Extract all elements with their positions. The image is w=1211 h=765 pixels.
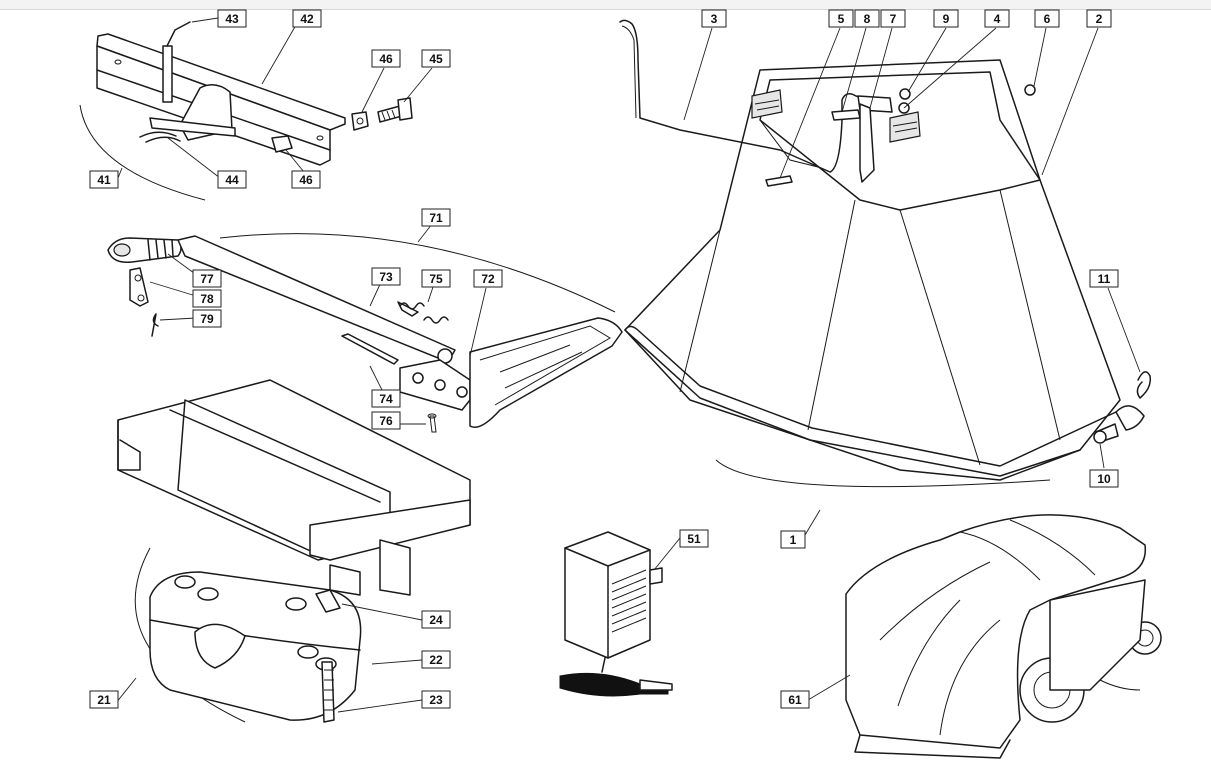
svg-text:72: 72	[481, 272, 495, 286]
svg-text:9: 9	[943, 12, 950, 26]
svg-text:73: 73	[379, 270, 393, 284]
callout-22: 22	[421, 650, 451, 669]
bracket-assembly	[79, 21, 413, 201]
svg-text:23: 23	[429, 693, 443, 707]
callout-43: 43	[217, 9, 247, 28]
svg-text:10: 10	[1097, 472, 1111, 486]
callout-44: 44	[217, 170, 247, 189]
battery-tray-assembly	[117, 379, 471, 723]
callout-42: 42	[292, 9, 322, 28]
svg-text:6: 6	[1044, 12, 1051, 26]
svg-text:74: 74	[379, 392, 393, 406]
callout-77: 77	[192, 269, 222, 288]
callout-73: 73	[371, 267, 401, 286]
svg-text:71: 71	[429, 211, 443, 225]
callout-78: 78	[192, 289, 222, 308]
callout-45: 45	[421, 49, 451, 68]
callout-8: 8	[854, 9, 880, 28]
svg-text:41: 41	[97, 173, 111, 187]
callout-2: 2	[1086, 9, 1112, 28]
viewer-top-bar	[0, 0, 1211, 10]
callout-46-top: 46	[371, 49, 401, 68]
svg-text:8: 8	[864, 12, 871, 26]
svg-text:76: 76	[379, 414, 393, 428]
svg-text:44: 44	[225, 173, 239, 187]
callout-71: 71	[421, 208, 451, 227]
svg-text:79: 79	[200, 312, 214, 326]
callout-4: 4	[984, 9, 1010, 28]
callout-1: 1	[780, 530, 806, 549]
svg-text:46: 46	[379, 52, 393, 66]
battery-charger	[559, 531, 673, 697]
callout-74: 74	[371, 389, 401, 408]
callout-11: 11	[1089, 269, 1119, 288]
callout-76: 76	[371, 411, 401, 430]
svg-text:46: 46	[299, 173, 313, 187]
svg-text:75: 75	[429, 272, 443, 286]
svg-text:11: 11	[1098, 272, 1111, 286]
callout-3: 3	[701, 9, 727, 28]
svg-text:7: 7	[890, 12, 897, 26]
svg-text:3: 3	[711, 12, 718, 26]
callout-7: 7	[880, 9, 906, 28]
callout-51: 51	[679, 529, 709, 548]
svg-text:77: 77	[200, 272, 214, 286]
callout-72: 72	[473, 269, 503, 288]
callout-5: 5	[828, 9, 854, 28]
svg-text:61: 61	[788, 693, 802, 707]
lever-pedal-assembly	[107, 233, 623, 433]
leader-lines	[111, 17, 1141, 713]
callout-6: 6	[1034, 9, 1060, 28]
callout-41: 41	[89, 170, 119, 189]
svg-text:2: 2	[1096, 12, 1103, 26]
callout-79: 79	[192, 309, 222, 328]
mower-cover	[845, 514, 1162, 759]
svg-text:51: 51	[687, 532, 701, 546]
svg-text:22: 22	[429, 653, 443, 667]
callout-46-bottom: 46	[291, 170, 321, 189]
grass-catcher	[619, 19, 1152, 488]
svg-text:43: 43	[225, 12, 239, 26]
svg-text:78: 78	[200, 292, 214, 306]
svg-text:45: 45	[429, 52, 443, 66]
svg-text:21: 21	[97, 693, 111, 707]
callout-61: 61	[780, 690, 810, 709]
callout-23: 23	[421, 690, 451, 709]
callout-10: 10	[1089, 469, 1119, 488]
svg-text:5: 5	[838, 12, 845, 26]
svg-text:42: 42	[300, 12, 314, 26]
callout-9: 9	[933, 9, 959, 28]
callout-21: 21	[89, 690, 119, 709]
svg-text:1: 1	[790, 533, 797, 547]
svg-text:4: 4	[994, 12, 1001, 26]
callout-24: 24	[421, 610, 451, 629]
svg-text:24: 24	[429, 613, 443, 627]
callout-75: 75	[421, 269, 451, 288]
